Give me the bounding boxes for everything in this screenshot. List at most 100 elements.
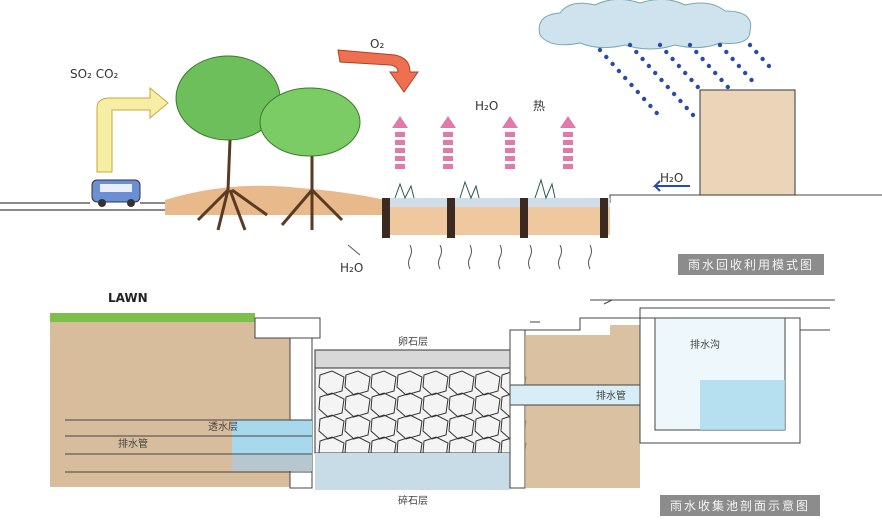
rain-drop [713, 70, 718, 76]
vapor-arrow-segment [395, 156, 405, 161]
cloud [538, 0, 752, 50]
lawn-label: LAWN [108, 291, 148, 305]
rain-drop [634, 49, 639, 55]
rain-drop [676, 63, 682, 69]
vapor-arrow-head [502, 116, 518, 128]
rain-drop [616, 68, 622, 74]
drain-pipe [509, 384, 656, 406]
vapor-arrows [392, 116, 576, 169]
oxygen-arrow [337, 49, 419, 93]
rain-drop [694, 49, 699, 55]
vapor-arrow-segment [563, 148, 573, 153]
rain-drop [730, 56, 735, 62]
rain-drop [659, 77, 664, 83]
wall-right [509, 329, 526, 489]
runoff-label: H₂O [660, 171, 683, 185]
rain-drop [754, 49, 759, 55]
rain-drop [747, 42, 753, 48]
oxygen-label: O₂ [370, 37, 384, 51]
lawn-strip [50, 313, 255, 322]
rain-drop [678, 98, 683, 104]
soil-right [525, 325, 640, 488]
runoff-arrow [652, 180, 690, 192]
vapor-arrow-segment [443, 132, 453, 137]
rain-drop [695, 84, 700, 90]
rain-drops [597, 42, 772, 118]
drain-ditch [639, 317, 801, 444]
rain-drop [654, 110, 659, 116]
vapor-arrow-segment [563, 164, 573, 169]
drain-pipe-right-label: 排水管 [596, 389, 626, 402]
rain-drop [684, 105, 689, 111]
infiltration-label: H₂O [340, 261, 363, 275]
vapor-arrow-segment [505, 156, 515, 161]
flow-arrows [530, 299, 613, 323]
gravel-layer-label: 碎石层 [398, 494, 428, 507]
rain-drop [766, 63, 772, 69]
bottom-diagram-caption: 雨水收集池剖面示意图 [660, 495, 821, 516]
rain-drop [689, 77, 694, 83]
rain-drop [725, 84, 730, 90]
water-vapor-label: H₂O [475, 99, 498, 113]
rain-drop [653, 70, 658, 76]
rain-drop [629, 82, 634, 88]
vapor-arrow-segment [395, 164, 405, 169]
pollutant-arrow [96, 86, 169, 173]
permeable-layer-label: 透水层 [208, 421, 238, 433]
vapor-arrow-segment [563, 156, 573, 161]
rain-drop [717, 42, 723, 48]
top-diagram-caption: 雨水回收利用模式图 [678, 254, 825, 275]
rain-drop [664, 49, 669, 55]
rain-drop [683, 70, 688, 76]
drain-ditch-label: 排水沟 [690, 338, 720, 351]
stepped-surface [510, 299, 835, 331]
rain-drop [724, 49, 729, 55]
collection-pit [314, 349, 527, 490]
rain-drop [657, 42, 663, 48]
rain-drop [627, 42, 633, 48]
road-and-car [0, 179, 170, 211]
rain-drop [760, 56, 765, 62]
rain-drop [736, 63, 742, 69]
mound [165, 185, 385, 215]
rain-drop [690, 112, 696, 118]
vapor-arrow-head [440, 116, 456, 128]
rain-drop [640, 56, 645, 62]
rain-drop [670, 56, 675, 62]
vapor-arrow-head [392, 116, 408, 128]
rain-drop [604, 54, 609, 60]
rain-drop [610, 61, 615, 67]
wall-left [254, 317, 321, 339]
pebble-layer-label: 卵石层 [398, 336, 428, 348]
vapor-arrow-segment [443, 148, 453, 153]
rain-drop [706, 63, 712, 69]
heat-label: 热 [533, 99, 545, 113]
rain-drop [749, 77, 754, 83]
rain-drop [597, 47, 603, 53]
vapor-arrow-segment [395, 140, 405, 145]
rain-drop [719, 77, 724, 83]
vapor-arrow-segment [395, 132, 405, 137]
vapor-arrow-head [560, 116, 576, 128]
rain-drop [641, 96, 647, 102]
drain-pipe-left-label: 排水管 [118, 437, 148, 450]
rain-drop [671, 91, 677, 97]
infiltration-arrows [347, 244, 592, 270]
tree-right [259, 87, 361, 230]
vapor-arrow-segment [505, 164, 515, 169]
vapor-arrow-segment [395, 148, 405, 153]
rain-drop [646, 63, 652, 69]
vapor-arrow-segment [563, 140, 573, 145]
ground-line [609, 194, 882, 203]
permeable-pipes [65, 419, 312, 473]
rain-drop [648, 103, 653, 109]
vapor-arrow-segment [443, 164, 453, 169]
vapor-arrow-segment [443, 140, 453, 145]
rain-drop [700, 56, 705, 62]
building [699, 89, 796, 196]
vapor-arrow-segment [563, 132, 573, 137]
rain-drop [743, 70, 748, 76]
vapor-arrow-segment [505, 148, 515, 153]
rain-drop [665, 84, 670, 90]
